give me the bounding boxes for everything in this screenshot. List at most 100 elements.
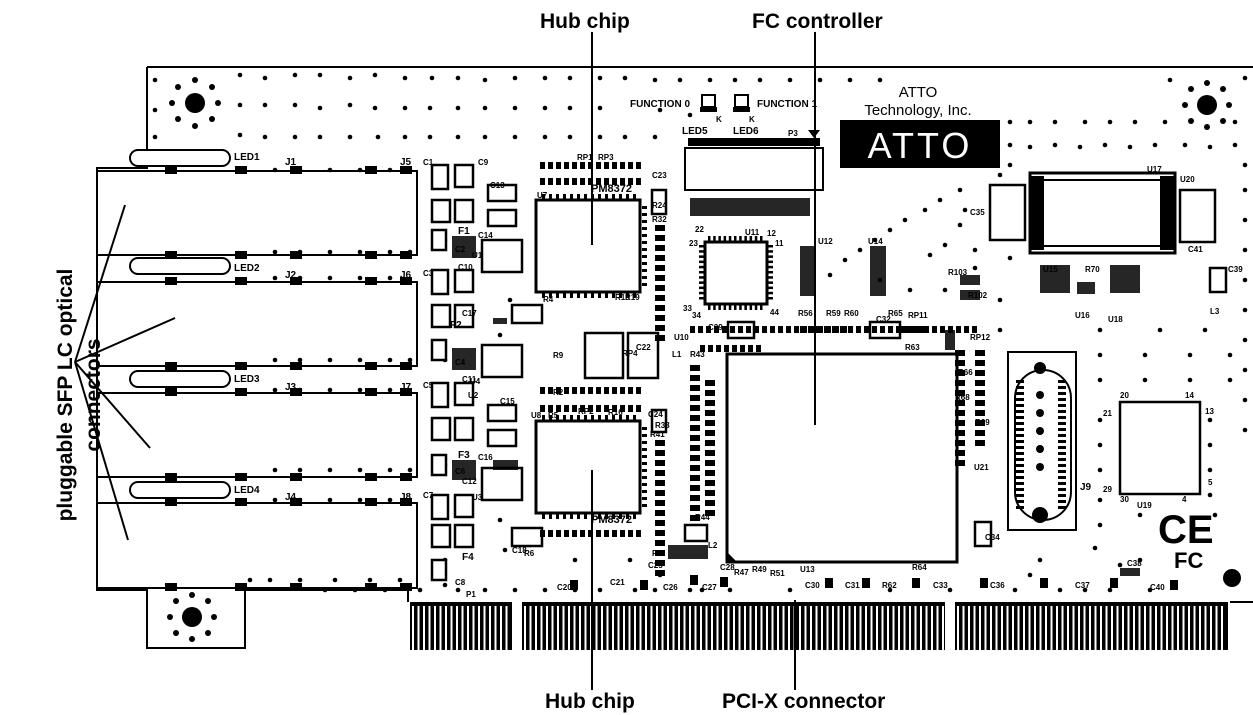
ref-pin12: 12 — [767, 229, 776, 238]
chip-u11 — [703, 240, 769, 306]
ref-4: J5 — [400, 157, 412, 168]
ref-u4: U4 — [470, 377, 481, 386]
ref-pm_bottom: PM8372 — [591, 514, 632, 526]
ref-c3: C3 — [423, 269, 434, 278]
sfp-cage-1 — [96, 149, 418, 256]
ref-c12: C12 — [462, 477, 477, 486]
ref-pin44: 44 — [770, 308, 779, 317]
fiducial-bottom-right — [1223, 569, 1241, 587]
atto-logo: ATTO — [840, 120, 1000, 168]
company-name-line2: Technology, Inc. — [864, 102, 971, 119]
fc-controller-callout: FC controller — [752, 10, 883, 33]
ref-pin34: 34 — [692, 311, 701, 320]
sfp-cage-4 — [96, 481, 418, 589]
ref-1: F2 — [450, 320, 462, 331]
ref-8: J9 — [1080, 482, 1092, 493]
ref-2: F3 — [458, 450, 470, 461]
ref-u16: U16 — [1075, 311, 1090, 320]
ref-r51: R51 — [770, 569, 785, 578]
ref-p3: P3 — [788, 129, 798, 138]
sfp-cage-pads — [165, 166, 412, 591]
ref-c36: C36 — [990, 581, 1005, 590]
ref-r41: R41 — [650, 430, 665, 439]
ref-pin4: 4 — [1182, 495, 1187, 504]
ref-rp11: RP11 — [908, 311, 928, 320]
ref-rp12: RP12 — [970, 333, 991, 342]
ref-3: LED4 — [234, 485, 260, 496]
fcc-mark: FC — [1174, 548, 1203, 573]
ref-0: F1 — [458, 226, 470, 237]
ref-c18: C18 — [512, 546, 527, 555]
ref-r103: R103 — [948, 268, 968, 277]
ref-c15: C15 — [500, 397, 515, 406]
ref-c11: C11 — [462, 375, 477, 384]
hub-chip-bottom-callout: Hub chip — [545, 690, 635, 713]
ref-p1: P1 — [466, 590, 476, 599]
ref-c13: C13 — [490, 181, 505, 190]
ref-c40: C40 — [1150, 583, 1165, 592]
ref-r68: R68 — [955, 393, 970, 402]
chip-u19 — [1118, 400, 1202, 496]
ref-r6: R6 — [524, 549, 535, 558]
ref-c23: C23 — [652, 171, 667, 180]
ref-r64: R64 — [912, 563, 927, 572]
ref-u17: U17 — [1147, 165, 1162, 174]
ref-c41: C41 — [1188, 245, 1203, 254]
ref-c17: C17 — [462, 309, 477, 318]
ref-pin21: 21 — [1103, 409, 1112, 418]
ref-r65: R65 — [888, 309, 903, 318]
ref-c7: C7 — [423, 491, 434, 500]
ref-1: LED2 — [234, 263, 260, 274]
ref-u20: U20 — [1180, 175, 1195, 184]
ref-r63: R63 — [905, 343, 920, 352]
ref-r62: R62 — [882, 581, 897, 590]
passive-components — [430, 162, 1228, 590]
ref-pin29: 29 — [1103, 485, 1112, 494]
connector-j9 — [1007, 351, 1077, 531]
j9-pins — [1016, 380, 1066, 509]
ref-r69: R69 — [975, 418, 990, 427]
ref-c21: C21 — [610, 578, 625, 587]
ref-c31: C31 — [845, 581, 860, 590]
hub-chip-top-callout: Hub chip — [540, 10, 630, 33]
ref-2: LED3 — [234, 374, 260, 385]
chip-u17 — [1028, 171, 1177, 255]
ref-rp3: RP3 — [598, 153, 614, 162]
ref-r59: R59 — [826, 309, 841, 318]
ref-pin30: 30 — [1120, 495, 1129, 504]
ref-c38: C38 — [1127, 559, 1142, 568]
ce-mark-text: CE — [1158, 508, 1214, 552]
ref-l2: L2 — [708, 541, 718, 550]
ref-c27: C27 — [702, 583, 717, 592]
ref-pin13: 13 — [1205, 407, 1214, 416]
ref-l1: L1 — [672, 350, 682, 359]
sfp-cage-3 — [96, 370, 418, 478]
ref-r9: R9 — [553, 351, 564, 360]
ref-c14: C14 — [478, 231, 493, 240]
ref-r15: R15 — [615, 293, 630, 302]
ref-c24: C24 — [648, 410, 663, 419]
ref-c33: C33 — [933, 581, 948, 590]
header-p3 — [684, 147, 824, 191]
ref-pin20: 20 — [1120, 391, 1129, 400]
ref-c1: C1 — [423, 158, 434, 167]
ref-r44: R44 — [695, 513, 710, 522]
ref-l3: L3 — [1210, 307, 1220, 316]
ref-1: J2 — [285, 270, 297, 281]
ref-c32: C32 — [876, 315, 891, 324]
ref-2: J3 — [285, 382, 297, 393]
ref-r66: R66 — [958, 368, 973, 377]
ref-u7: U7 — [537, 191, 548, 200]
ref-pin11: 11 — [775, 239, 784, 248]
ref-u2: U2 — [468, 391, 479, 400]
sfp-leader-1 — [74, 204, 126, 363]
ref-u19: U19 — [1137, 501, 1152, 510]
ce-mark: CE — [1158, 508, 1214, 552]
sfp-leader-2 — [74, 317, 176, 363]
hub-chip-top — [534, 198, 642, 294]
ref-c4: C4 — [455, 358, 466, 367]
ref-0: J1 — [285, 157, 297, 168]
ref-pin14: 14 — [1185, 391, 1194, 400]
ref-r60: R60 — [844, 309, 859, 318]
